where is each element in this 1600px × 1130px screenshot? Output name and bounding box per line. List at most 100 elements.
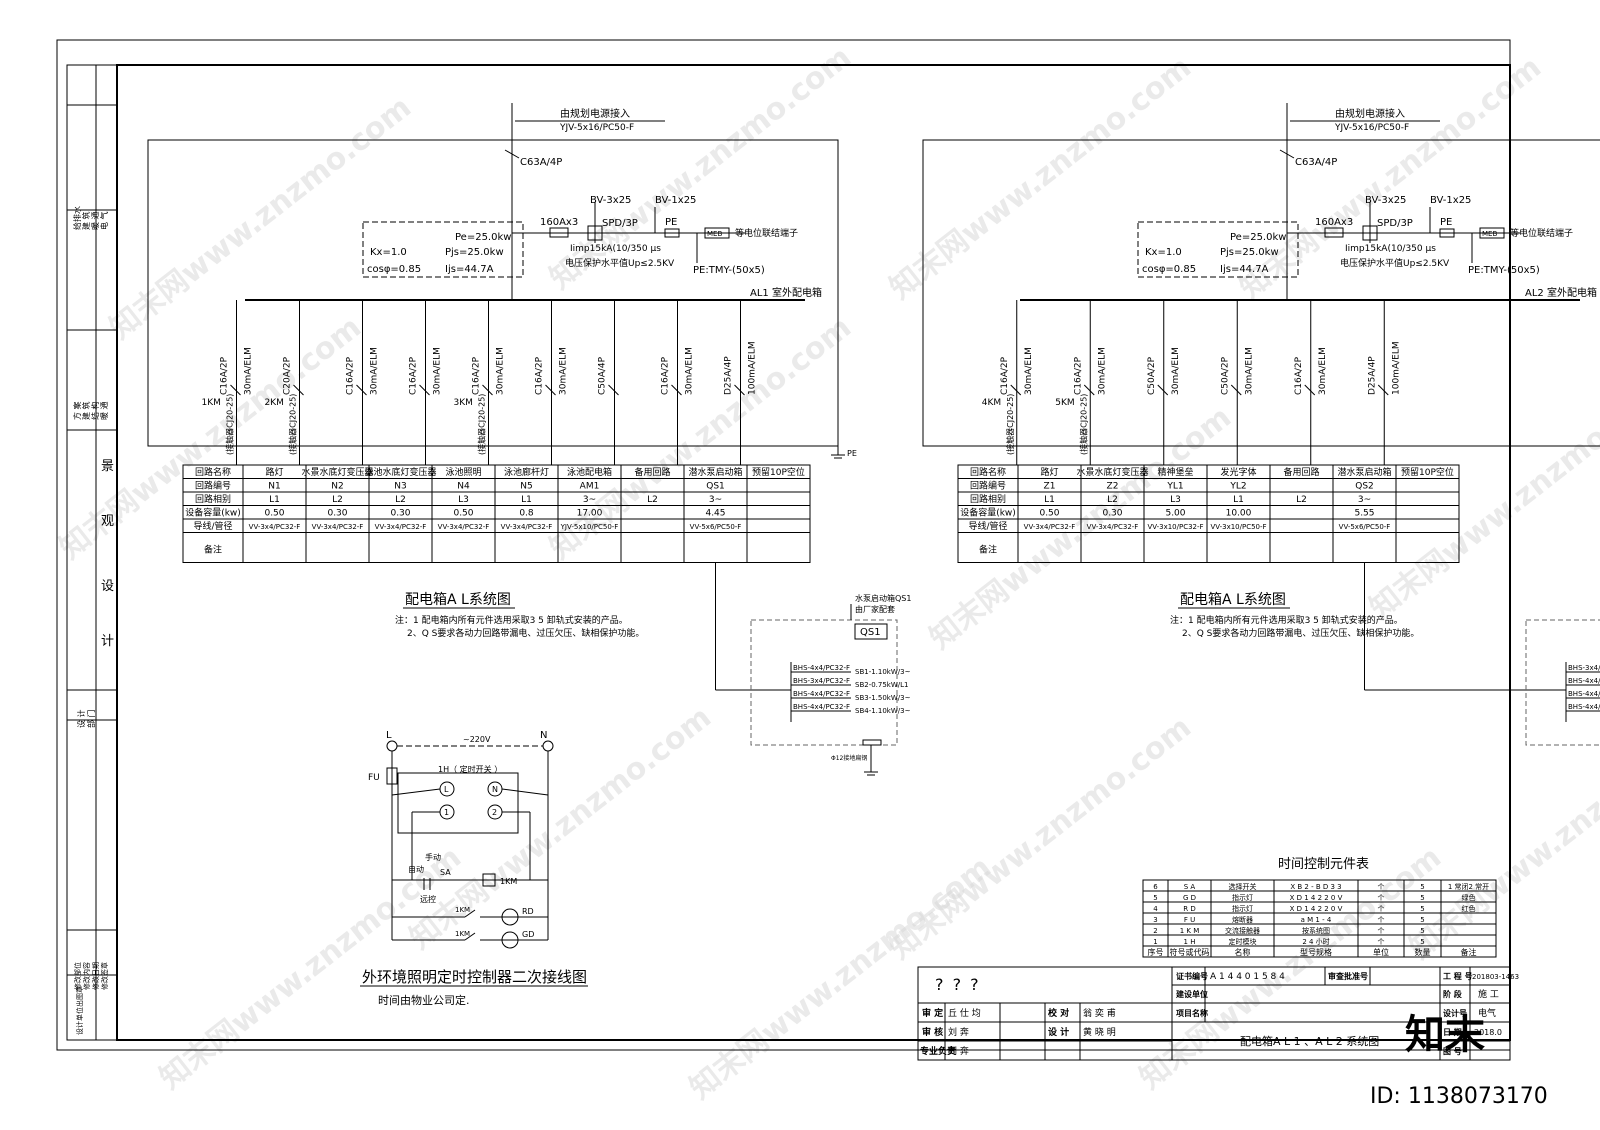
ctrl-wire: [391, 788, 441, 796]
table-cell: VV-3x4/PC32-F: [249, 523, 301, 531]
ctrl-title: 外环境照明定时控制器二次接线图: [362, 968, 587, 986]
ctrl-km-contact: 1KM: [455, 906, 470, 914]
branch-rcd: 30mA/ELM: [1097, 347, 1107, 395]
strip-label: 建 筑: [81, 401, 91, 420]
parts-cell: 6: [1153, 883, 1158, 891]
parts-cell: 选择开关: [1229, 882, 1257, 891]
branch-breaker: C16A/2P: [1000, 356, 1010, 395]
branch-contactor: 2KM: [265, 398, 284, 408]
table-cell: AM1: [580, 482, 600, 492]
tb-value: 201803-1463: [1472, 973, 1519, 981]
branch-breaker: C16A/2P: [472, 356, 482, 395]
table-row-head: 回路编号: [970, 480, 1006, 492]
parts-cell: 1: [1153, 938, 1157, 946]
branch-breaker-blade: [1377, 384, 1389, 396]
table-cell: N1: [268, 482, 280, 492]
table-cell: VV-3x4/PC32-F: [1024, 523, 1076, 531]
qs-cable: BHS-4x4/PC32-F: [1568, 677, 1600, 685]
tb-label: 日 期: [1443, 1027, 1462, 1037]
watermark: 知末网www.znzmo.com: [1133, 840, 1448, 1097]
tb-value: 翁 奕 甫: [1083, 1007, 1116, 1019]
table-cell: 路灯: [1040, 466, 1058, 478]
parts-cell: 1 常闭2 常开: [1448, 882, 1489, 891]
fuse-FU: [386, 767, 398, 785]
brand-logo: 知末: [1405, 1012, 1485, 1058]
panel-note: 注：1 配电箱内所有元件选用采取3 5 卸轨式安装的产品。: [1170, 614, 1403, 626]
tb-label: 设 计: [1048, 1026, 1069, 1038]
table-cell: 0.50: [453, 509, 473, 519]
table-cell: 泳池水底灯变压器: [364, 466, 436, 478]
parts-header: 单位: [1373, 947, 1389, 957]
branch-rcd: 100mA/ELM: [748, 341, 758, 395]
tb-value: 电气: [1478, 1007, 1496, 1019]
parts-cell: X D 1 4 2 2 0 V: [1290, 905, 1343, 913]
branch-rcd: 30mA/ELM: [496, 347, 506, 395]
table-row-head: 设备容量(kw): [185, 507, 241, 519]
bv2-label: BV-1x25: [1430, 195, 1471, 206]
timer-t: 1: [444, 808, 449, 817]
branch-breaker-blade: [419, 384, 430, 396]
source-label: 由规划电源接入: [1335, 107, 1405, 120]
table-cell: YL1: [1166, 482, 1183, 492]
branch-contactor: 4KM: [982, 398, 1001, 408]
strip-label: 建 筑: [81, 211, 91, 230]
parts-cell: 个: [1378, 883, 1385, 891]
qs-name: QS1: [860, 627, 881, 638]
calc-kx: Kx=1.0: [370, 247, 407, 258]
timer-t: L: [444, 785, 449, 794]
meb-text: 等电位联结端子: [1510, 227, 1573, 239]
table-cell: 备用回路: [1283, 466, 1319, 478]
table-cell: 0.8: [519, 509, 534, 519]
spd-symbol: [587, 225, 603, 241]
parts-cell: S A: [1184, 883, 1196, 891]
meb-box: [704, 227, 730, 239]
table-cell: L2: [395, 495, 406, 505]
parts-cell: 5: [1420, 894, 1424, 902]
main-breaker-label: C63A/4P: [520, 157, 562, 168]
parts-cell: a M 1 - 4: [1301, 916, 1332, 924]
table-cell: 水景水底灯变压器: [1076, 466, 1148, 478]
parts-cell: 交流接触器: [1225, 926, 1260, 935]
branch-breaker: C16A/2P: [220, 356, 230, 395]
table-row-head: 回路名称: [970, 466, 1006, 478]
strip-label: 暖 通: [99, 401, 109, 420]
branch-breaker-blade: [608, 384, 619, 396]
parts-cell: 个: [1378, 905, 1385, 913]
branch-rcd: 30mA/ELM: [1244, 347, 1254, 395]
branch-rcd: 30mA/ELM: [1171, 347, 1181, 395]
branch-rcd: 100mA/ELM: [1391, 341, 1401, 395]
table-row-head: 回路相别: [195, 493, 231, 505]
qs-cable: BHS-3x4/PC32-F: [1568, 664, 1600, 672]
strip-label: 结 构: [90, 401, 100, 420]
watermark: 知末网www.znzmo.com: [403, 700, 718, 957]
table-cell: 0.50: [1039, 509, 1059, 519]
spd-label: SPD/3P: [1377, 218, 1413, 229]
parts-cell: X D 1 4 2 2 0 V: [1290, 894, 1343, 902]
table-cell: 5.00: [1165, 509, 1185, 519]
parts-table: [1142, 879, 1497, 958]
table-cell: L2: [647, 495, 658, 505]
table-cell: 17.00: [577, 509, 603, 519]
bv1-label: BV-3x25: [590, 195, 631, 206]
table-cell: 10.00: [1226, 509, 1252, 519]
tb-label: 建设单位: [1175, 989, 1208, 999]
branch-breaker: C16A/2P: [661, 356, 671, 395]
table-cell: VV-3x4/PC32-F: [501, 523, 553, 531]
ctrl-voltage: ~220V: [463, 735, 491, 744]
strip-label: 修改日期: [91, 962, 100, 990]
branch-breaker: C50A/2P: [1220, 356, 1230, 395]
calc-cos: cosφ=0.85: [1142, 264, 1196, 275]
table-cell: 0.30: [390, 509, 410, 519]
timer-t: 2: [492, 808, 497, 817]
table-cell: 5.55: [1354, 509, 1374, 519]
branch-breaker-blade: [545, 384, 556, 396]
parts-cell: 个: [1378, 894, 1385, 902]
up-label: 电压保护水平值Up≤2.5KV: [565, 257, 675, 269]
lamp-GD: [501, 931, 519, 949]
box-name: AL2 室外配电箱: [1525, 286, 1597, 299]
table-row-head: 导线/管径: [193, 520, 232, 532]
qs-ground-bar: [862, 739, 882, 746]
parts-cell: 个: [1378, 938, 1385, 946]
parts-cell: 个: [1378, 916, 1385, 924]
fuse-symbol: [549, 227, 569, 238]
